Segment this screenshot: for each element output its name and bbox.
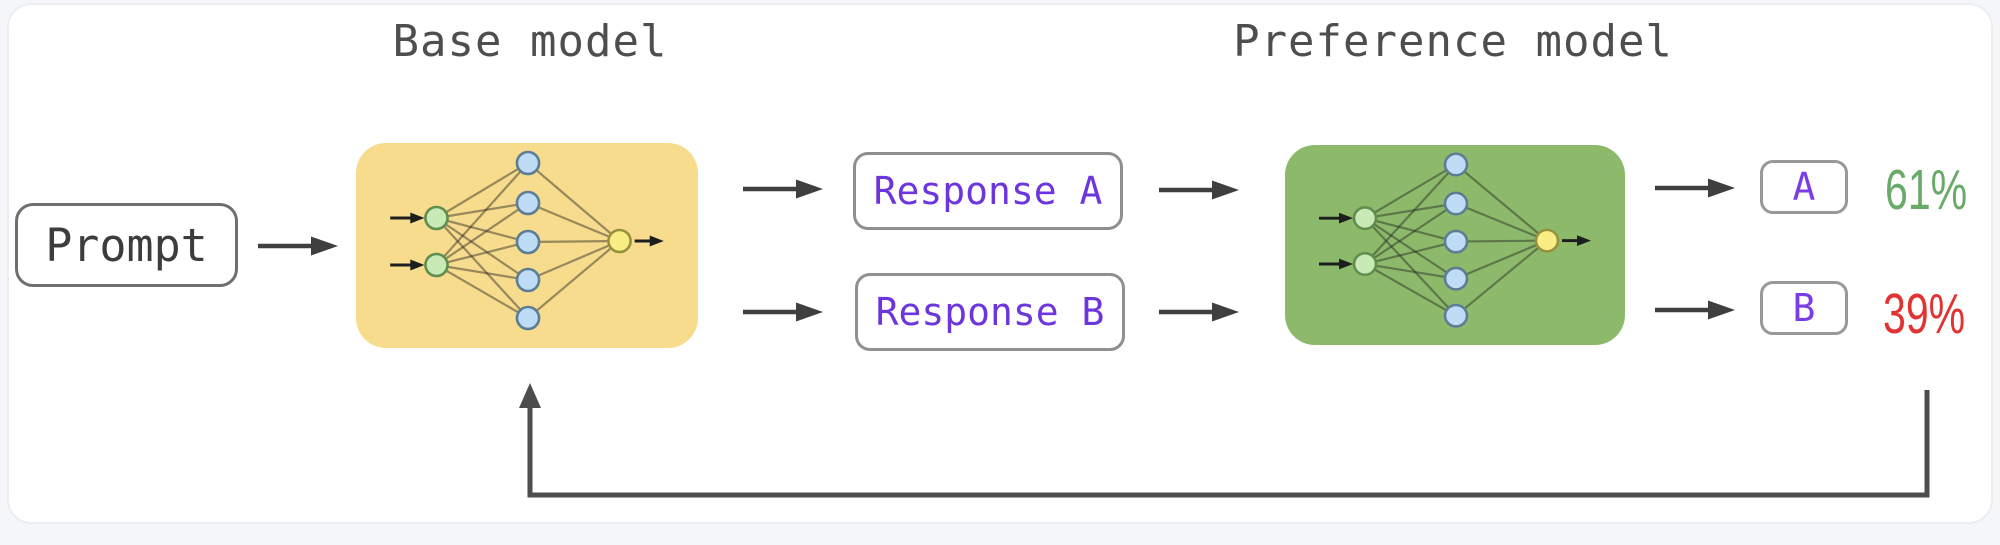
base-model-box [356,143,698,348]
neural-network-icon [1319,152,1591,328]
arrow-right-icon [743,179,823,199]
output-b-box: B [1760,281,1848,335]
neural-network-icon [390,150,664,331]
arrow-right-icon [1159,180,1239,200]
prompt-box: Prompt [15,203,238,287]
base-model-title: Base model [392,16,668,67]
response-b-box: Response B [855,273,1125,351]
network-edges [1364,163,1548,317]
preference-model-title: Preference model [1233,16,1673,67]
arrow-right-icon [1159,302,1239,322]
arrow-right-icon [1655,300,1735,320]
prompt-label: Prompt [45,218,208,272]
response-a-box: Response A [853,152,1123,230]
arrow-right-icon [743,302,823,322]
percent-a: 61% [1885,158,1968,222]
preference-model-box [1285,145,1625,345]
percent-b: 39% [1883,282,1966,346]
arrow-right-icon [1655,178,1735,198]
arrow-right-icon [258,236,338,256]
response-a-label: Response A [873,169,1103,213]
network-edges [435,162,621,319]
output-a-box: A [1760,160,1848,214]
response-b-label: Response B [875,290,1105,334]
output-a-label: A [1792,165,1816,209]
diagram-card [7,3,1993,524]
output-b-label: B [1792,286,1816,330]
